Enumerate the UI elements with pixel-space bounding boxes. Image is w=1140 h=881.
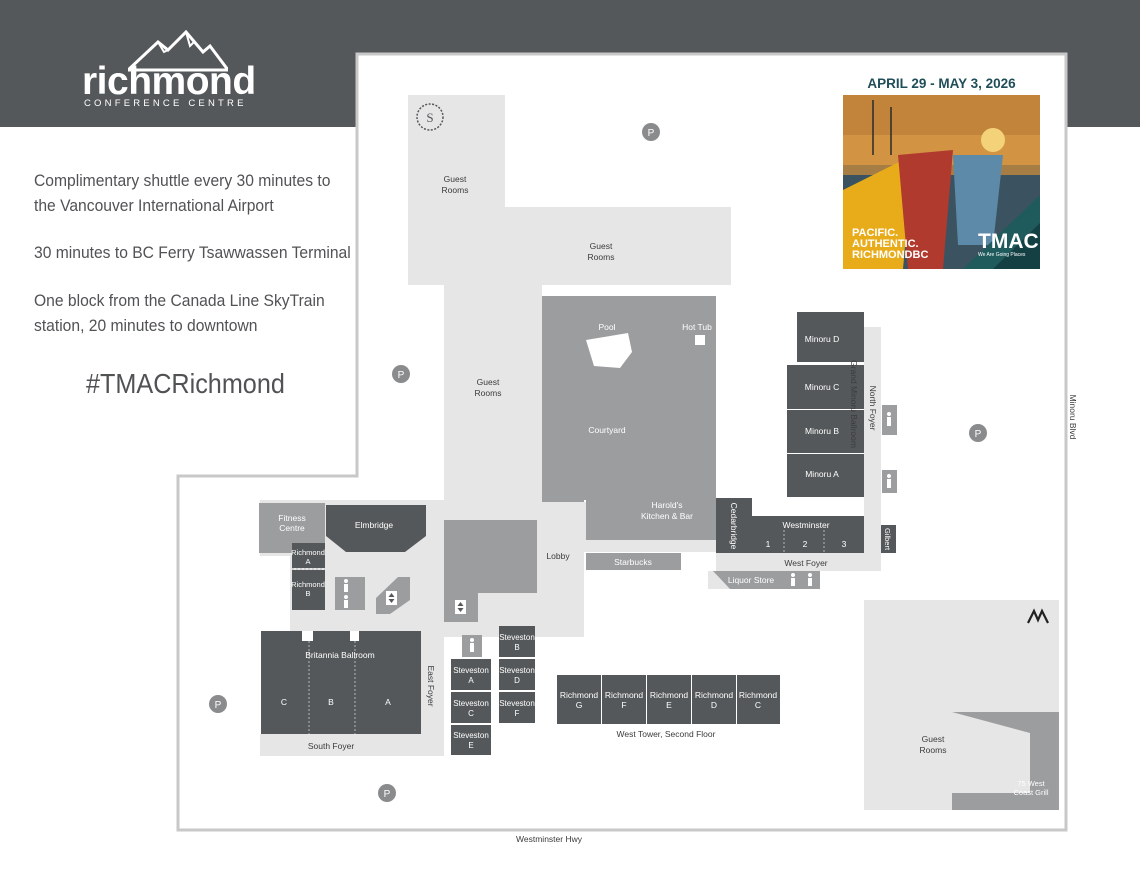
logo-name: richmond	[82, 60, 256, 103]
svg-text:P: P	[215, 700, 222, 711]
steveston-f-label: Steveston	[499, 699, 535, 708]
richmond-f-letter: F	[621, 700, 626, 710]
elevator-icon	[386, 591, 466, 614]
grand-minoru-label: Grand Minoru Ballroom	[849, 360, 859, 448]
street-westminster-hwy: Westminster Hwy	[516, 834, 583, 844]
parking-icon	[209, 123, 987, 802]
gilbert-label: Gilbert	[883, 528, 892, 551]
washroom-icon	[335, 405, 897, 657]
info-shuttle: Complimentary shuttle every 30 minutes t…	[34, 171, 331, 215]
elmbridge-label: Elmbridge	[355, 520, 394, 530]
richmond-e-label: Richmond	[650, 690, 689, 700]
street-minoru-blvd: Minoru Blvd	[1068, 395, 1078, 440]
hot-tub-label: Hot Tub	[682, 322, 712, 332]
richmond-d-label: Richmond	[695, 690, 734, 700]
steveston-a-label: Steveston	[453, 666, 489, 675]
westminster-label: Westminster	[782, 520, 829, 530]
svg-text:P: P	[975, 429, 982, 440]
marriott-logo-icon	[1027, 608, 1049, 624]
hashtag: #TMACRichmond	[86, 368, 285, 399]
mid-rooms	[259, 296, 1059, 810]
richmond-b-label: Richmond	[291, 580, 325, 589]
north-foyer-label: North Foyer	[868, 386, 878, 431]
steveston-d-label: Steveston	[499, 666, 535, 675]
steveston-b-letter: B	[514, 643, 519, 652]
minoru-c-label: Minoru C	[805, 382, 839, 392]
starbucks-label: Starbucks	[614, 557, 652, 567]
pool-label: Pool	[598, 322, 615, 332]
harolds-label: Harold's	[652, 500, 683, 510]
cedarbridge-label: Cedarbridge	[729, 503, 739, 550]
svg-text:P: P	[384, 789, 391, 800]
courtyard-label: Courtyard	[588, 425, 626, 435]
parking-label: P P P P P	[215, 128, 982, 800]
pool-shape	[586, 333, 632, 368]
steveston-a-letter: A	[468, 676, 474, 685]
map-labels-light: Pool Hot Tub Courtyard Harold's Kitchen …	[278, 322, 1049, 797]
richmond-e-letter: E	[666, 700, 672, 710]
logo-subtitle: CONFERENCE CENTRE	[84, 98, 247, 109]
westminster-3-label: 3	[842, 539, 847, 549]
steveston-c-letter: C	[468, 709, 474, 718]
britannia-c-label: C	[281, 697, 287, 707]
sheraton-letter-icon: S	[426, 110, 433, 125]
steveston-e-letter: E	[468, 741, 473, 750]
minoru-a-label: Minoru A	[805, 469, 839, 479]
britannia-label: Britannia Ballroom	[305, 650, 374, 660]
britannia-b-label: B	[328, 697, 334, 707]
mountain-logo-icon	[128, 30, 228, 72]
steveston-b-label: Steveston	[499, 633, 535, 642]
lobby-label: Lobby	[546, 551, 570, 561]
coast-grill-label-2: Coast Grill	[1013, 788, 1048, 797]
west-foyer-label: West Foyer	[784, 558, 827, 568]
richmond-f-label: Richmond	[605, 690, 644, 700]
fitness-label-2: Centre	[279, 523, 305, 533]
coast-grill-label: 75 West	[1017, 779, 1045, 788]
harolds-label-2: Kitchen & Bar	[641, 511, 693, 521]
richmond-g-letter: G	[576, 700, 583, 710]
east-foyer-label: East Foyer	[426, 665, 436, 706]
richmond-a-label: Richmond	[291, 548, 325, 557]
svg-text:P: P	[648, 128, 655, 139]
minoru-b-label: Minoru B	[805, 426, 839, 436]
info-ferry: 30 minutes to BC Ferry Tsawwassen Termin…	[34, 243, 351, 262]
west-tower-label: West Tower, Second Floor	[617, 729, 716, 739]
richmond-b-letter: B	[305, 589, 310, 598]
promo-graphic	[843, 95, 1040, 269]
steveston-f-letter: F	[515, 709, 520, 718]
hot-tub-shape	[695, 335, 705, 345]
richmond-a-letter: A	[305, 557, 310, 566]
fitness-label: Fitness	[278, 513, 305, 523]
svg-text:P: P	[398, 370, 405, 381]
steveston-d-letter: D	[514, 676, 520, 685]
richmond-c-letter: C	[755, 700, 761, 710]
south-foyer-label: South Foyer	[308, 741, 354, 751]
britannia-a-label: A	[385, 697, 391, 707]
room-dividers	[292, 530, 825, 734]
richmond-c-label: Richmond	[739, 690, 778, 700]
richmond-g-label: Richmond	[560, 690, 599, 700]
westminster-2-label: 2	[803, 539, 808, 549]
promo-brand-sub: We Are Going Places	[978, 252, 1026, 258]
steveston-c-label: Steveston	[453, 699, 489, 708]
minoru-d-label: Minoru D	[805, 334, 839, 344]
sheraton-logo-icon	[416, 103, 444, 131]
liquor-store-label: Liquor Store	[728, 575, 775, 585]
richmond-d-letter: D	[711, 700, 717, 710]
steveston-e-label: Steveston	[453, 731, 489, 740]
promo-brand: TMAC	[978, 230, 1039, 253]
dark-rooms	[261, 312, 896, 755]
promo-date: APRIL 29 - MAY 3, 2026	[867, 76, 1016, 91]
promo-tagline: PACIFIC.AUTHENTIC.RICHMONDBC	[852, 227, 929, 261]
westminster-1-label: 1	[766, 539, 771, 549]
